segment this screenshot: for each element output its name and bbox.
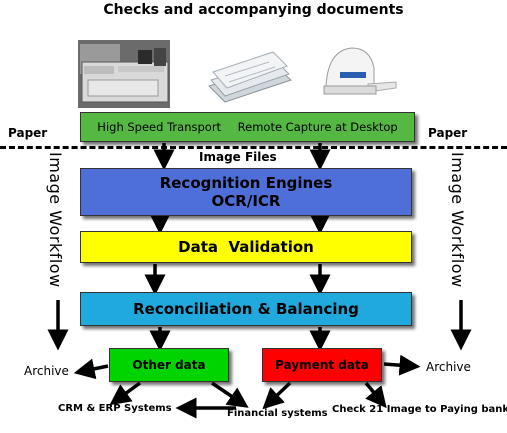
recognition-box: Recognition Engines OCR/ICR	[80, 168, 412, 216]
paper-label-left: Paper	[8, 126, 48, 140]
image-workflow-left: Image Workflow	[46, 152, 65, 288]
payment-data-box: Payment data	[262, 348, 382, 382]
paper-label-right: Paper	[428, 126, 468, 140]
validation-box: Data Validation	[80, 231, 412, 263]
arrow-payment-financial	[262, 381, 292, 410]
diagram-title: Checks and accompanying documents	[103, 2, 404, 18]
arrow-payment-archive	[383, 354, 421, 376]
arrow-other-financial	[211, 381, 249, 408]
arrow-other-crm	[109, 381, 142, 406]
check21-label: Check 21 Image to Paying bank	[332, 404, 507, 415]
transport-box: High Speed Transport Remote Capture at D…	[80, 112, 415, 142]
high-speed-transport-label: High Speed Transport	[97, 120, 222, 134]
financial-systems-label: Financial systems	[227, 408, 328, 419]
crm-erp-label: CRM & ERP Systems	[58, 403, 172, 414]
arrow-payment-check21	[364, 381, 387, 409]
reconciliation-box: Reconciliation & Balancing	[80, 292, 412, 326]
check-stack-image	[208, 51, 292, 103]
other-data-box: Other data	[109, 348, 229, 382]
image-files-label: Image Files	[199, 150, 277, 164]
paper-divider-line	[0, 146, 507, 149]
recognition-line2: OCR/ICR	[211, 192, 281, 210]
remote-capture-label: Remote Capture at Desktop	[237, 120, 398, 134]
image-workflow-right: Image Workflow	[448, 152, 467, 288]
desktop-scanner-image	[323, 47, 397, 95]
archive-left: Archive	[24, 364, 69, 378]
recognition-line1: Recognition Engines	[159, 174, 333, 192]
archive-right: Archive	[426, 360, 471, 374]
high-speed-scanner-image	[78, 40, 170, 108]
arrow-other-archive	[73, 358, 109, 380]
